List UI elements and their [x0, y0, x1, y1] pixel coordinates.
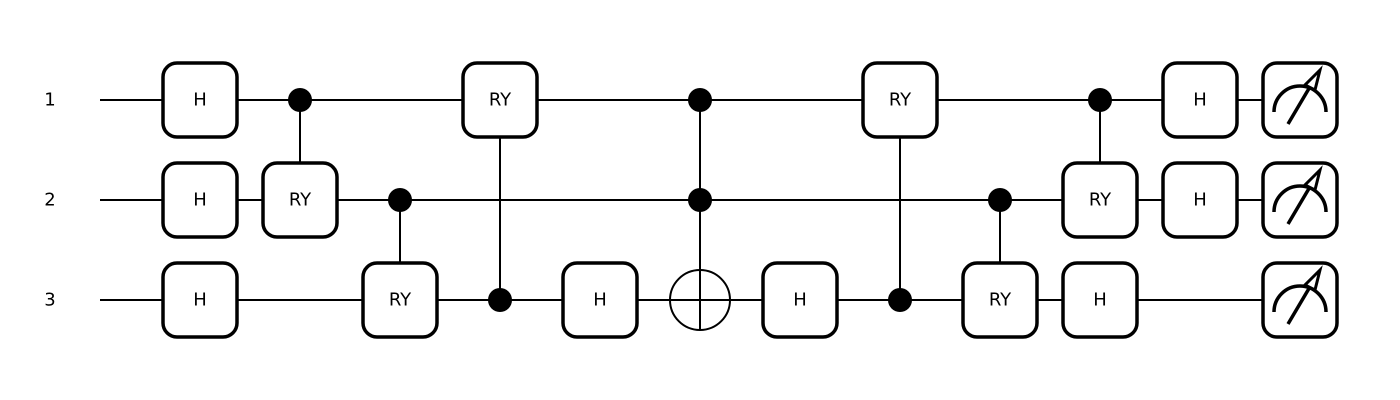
- gate-box: [1061, 161, 1139, 239]
- gate-box: [1061, 261, 1139, 339]
- wire-label: 2: [44, 190, 55, 211]
- measurement-gate: [1261, 261, 1339, 339]
- meter-icon: [1272, 284, 1328, 313]
- gate-box: [261, 161, 339, 239]
- gates: H H H RY RY RY H H RY RY RY H H H: [161, 61, 1339, 339]
- gate-label: H: [793, 290, 807, 311]
- gate-label: H: [193, 190, 207, 211]
- meter-arrowhead: [1302, 265, 1323, 293]
- control-dot: [488, 288, 512, 312]
- wire-label: 1: [44, 90, 55, 111]
- gate-box: [161, 61, 239, 139]
- gate-box: [1261, 161, 1339, 239]
- gate-h: H: [161, 261, 239, 339]
- gate-box: [161, 161, 239, 239]
- gate-label: RY: [989, 290, 1012, 311]
- gate-label: H: [1193, 90, 1207, 111]
- measurement-gate: [1261, 161, 1339, 239]
- gate-box: [961, 261, 1039, 339]
- gate-label: RY: [489, 90, 512, 111]
- gate-label: H: [193, 290, 207, 311]
- gate-box: [1261, 61, 1339, 139]
- gate-label: RY: [389, 290, 412, 311]
- gate-h: H: [1161, 161, 1239, 239]
- control-dot: [1088, 88, 1112, 112]
- gate-box: [761, 261, 839, 339]
- control-dot: [388, 188, 412, 212]
- gate-box: [561, 261, 639, 339]
- gate-h: H: [1061, 261, 1139, 339]
- controlled-gate-ry: RY: [961, 261, 1039, 339]
- control-dot: [988, 188, 1012, 212]
- control-dot: [288, 88, 312, 112]
- controlled-gate-ry: RY: [1061, 161, 1139, 239]
- gate-h: H: [561, 261, 639, 339]
- gate-box: [461, 61, 539, 139]
- gate-h: H: [161, 61, 239, 139]
- gate-label: RY: [889, 90, 912, 111]
- measurement-gate: [1261, 61, 1339, 139]
- gate-box: [161, 261, 239, 339]
- gate-h: H: [1161, 61, 1239, 139]
- wire-labels: 1 2 3: [44, 90, 55, 311]
- meter-arrowhead: [1302, 165, 1323, 193]
- gate-box: [361, 261, 439, 339]
- control-dot: [888, 288, 912, 312]
- gate-label: H: [593, 290, 607, 311]
- gate-box: [1161, 61, 1239, 139]
- controlled-gate-ry: RY: [861, 61, 939, 139]
- cnot-target: [669, 269, 731, 331]
- gate-label: RY: [289, 190, 312, 211]
- gate-h: H: [761, 261, 839, 339]
- gate-label: H: [193, 90, 207, 111]
- gate-label: H: [1093, 290, 1107, 311]
- gate-h: H: [161, 161, 239, 239]
- controlled-gate-ry: RY: [361, 261, 439, 339]
- gate-box: [1261, 261, 1339, 339]
- gate-box: [861, 61, 939, 139]
- meter-icon: [1272, 184, 1328, 213]
- meter-icon: [1272, 84, 1328, 113]
- gate-box: [1161, 161, 1239, 239]
- wire-label: 3: [44, 290, 55, 311]
- controlled-gate-ry: RY: [261, 161, 339, 239]
- control-dot: [688, 188, 712, 212]
- gate-label: RY: [1089, 190, 1112, 211]
- control-dot: [688, 88, 712, 112]
- controlled-gate-ry: RY: [461, 61, 539, 139]
- gate-label: H: [1193, 190, 1207, 211]
- meter-arrowhead: [1302, 65, 1323, 93]
